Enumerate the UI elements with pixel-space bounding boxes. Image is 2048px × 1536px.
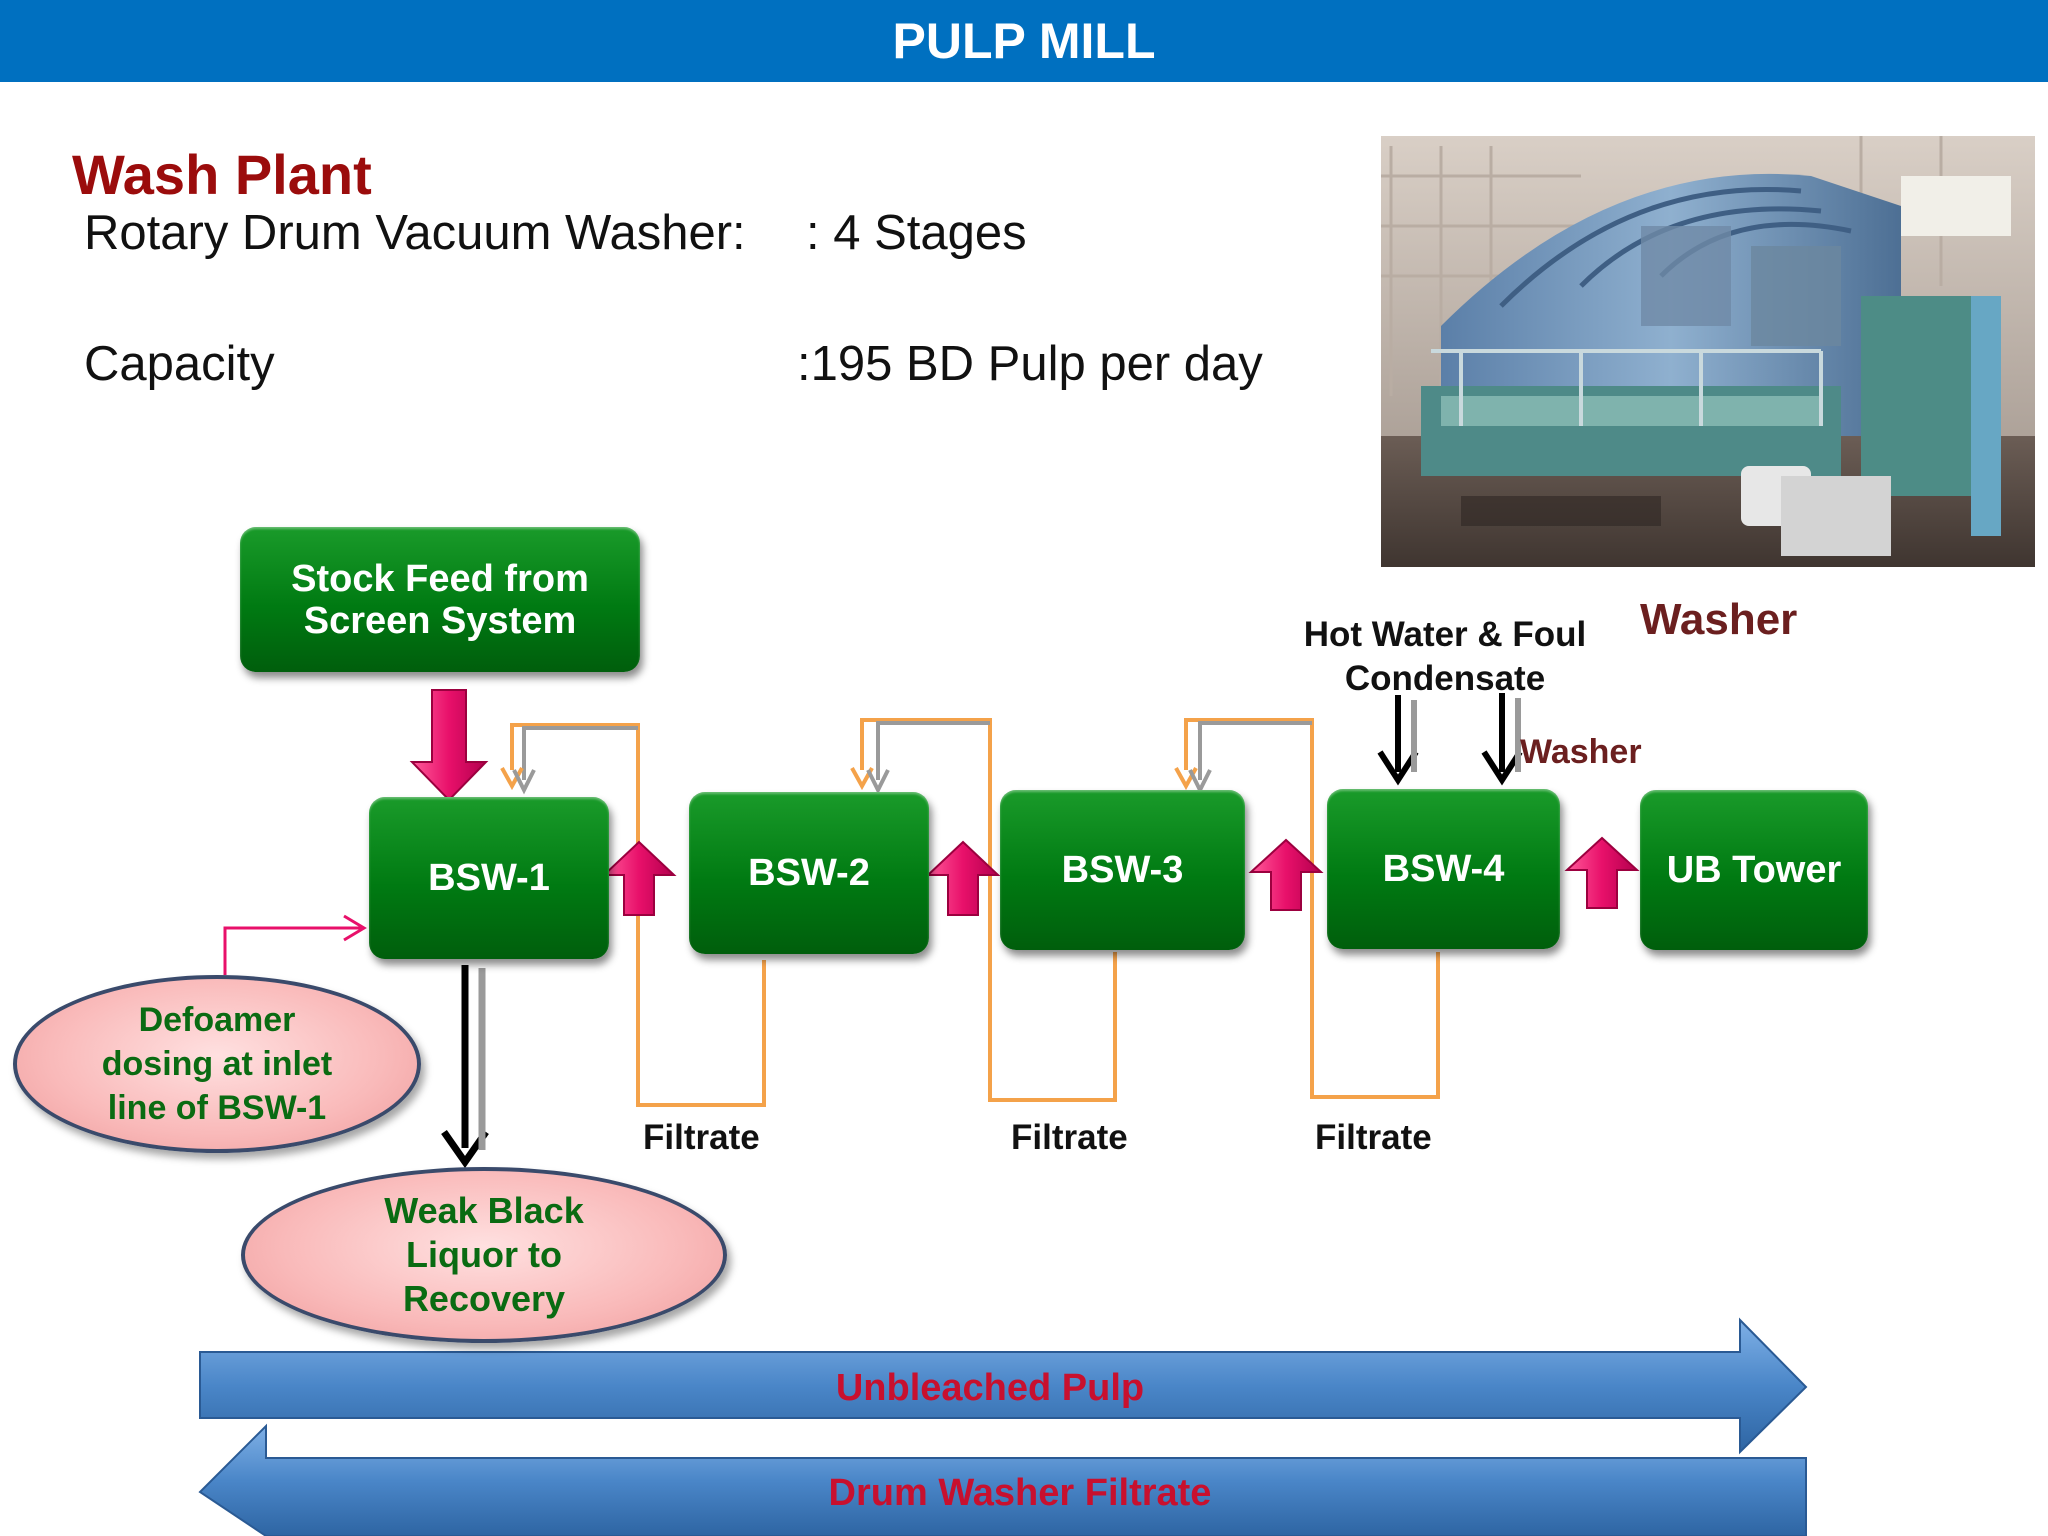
filtrate-label-3: Filtrate: [1315, 1118, 1432, 1157]
defoamer-line: [223, 914, 367, 975]
weak-black-liquor-oval: Weak Black Liquor to Recovery: [241, 1167, 727, 1343]
page-title: PULP MILL: [892, 13, 1156, 69]
drum-washer-filtrate-band: [198, 1423, 1807, 1536]
unbleached-pulp-label: Unbleached Pulp: [835, 1367, 1145, 1409]
washer-box-bsw-2: BSW-2: [689, 792, 929, 954]
washer-box-bsw-3: BSW-3: [1000, 790, 1245, 950]
ub-tower-box: UB Tower: [1640, 790, 1868, 950]
unbleached-pulp-band: [199, 1317, 1808, 1455]
weak-black-liquor-text: Weak Black Liquor to Recovery: [384, 1190, 584, 1319]
filtrate-label-1: Filtrate: [643, 1118, 760, 1157]
stock-feed-arrow: [409, 689, 489, 802]
stock-feed-box: Stock Feed from Screen System: [240, 527, 640, 672]
washer-side-label: Washer: [1520, 733, 1642, 771]
washer-box-bsw-1: BSW-1: [369, 797, 609, 959]
washer-box-bsw-4: BSW-4: [1327, 789, 1560, 949]
drum-washer-filtrate-label: Drum Washer Filtrate: [828, 1472, 1212, 1514]
defoamer-text: Defoamer dosing at inlet line of BSW-1: [101, 1001, 333, 1127]
hot-water-label: Hot Water & Foul Condensate: [1303, 615, 1587, 698]
spec-capacity-label: Capacity: [84, 337, 275, 391]
filtrate-label-2: Filtrate: [1011, 1118, 1128, 1157]
spec-capacity-value: :195 BD Pulp per day: [797, 337, 1263, 391]
defoamer-oval: Defoamer dosing at inlet line of BSW-1: [13, 975, 421, 1153]
weak-liquor-line: [441, 965, 489, 1169]
washer-photo: [1381, 136, 2035, 567]
spec-washer-label: Rotary Drum Vacuum Washer:: [84, 206, 746, 260]
header-bar: [0, 0, 2048, 82]
section-heading: Wash Plant: [72, 143, 372, 206]
washer-photo-caption: Washer: [1640, 595, 1798, 644]
spec-washer-value: : 4 Stages: [806, 206, 1027, 260]
